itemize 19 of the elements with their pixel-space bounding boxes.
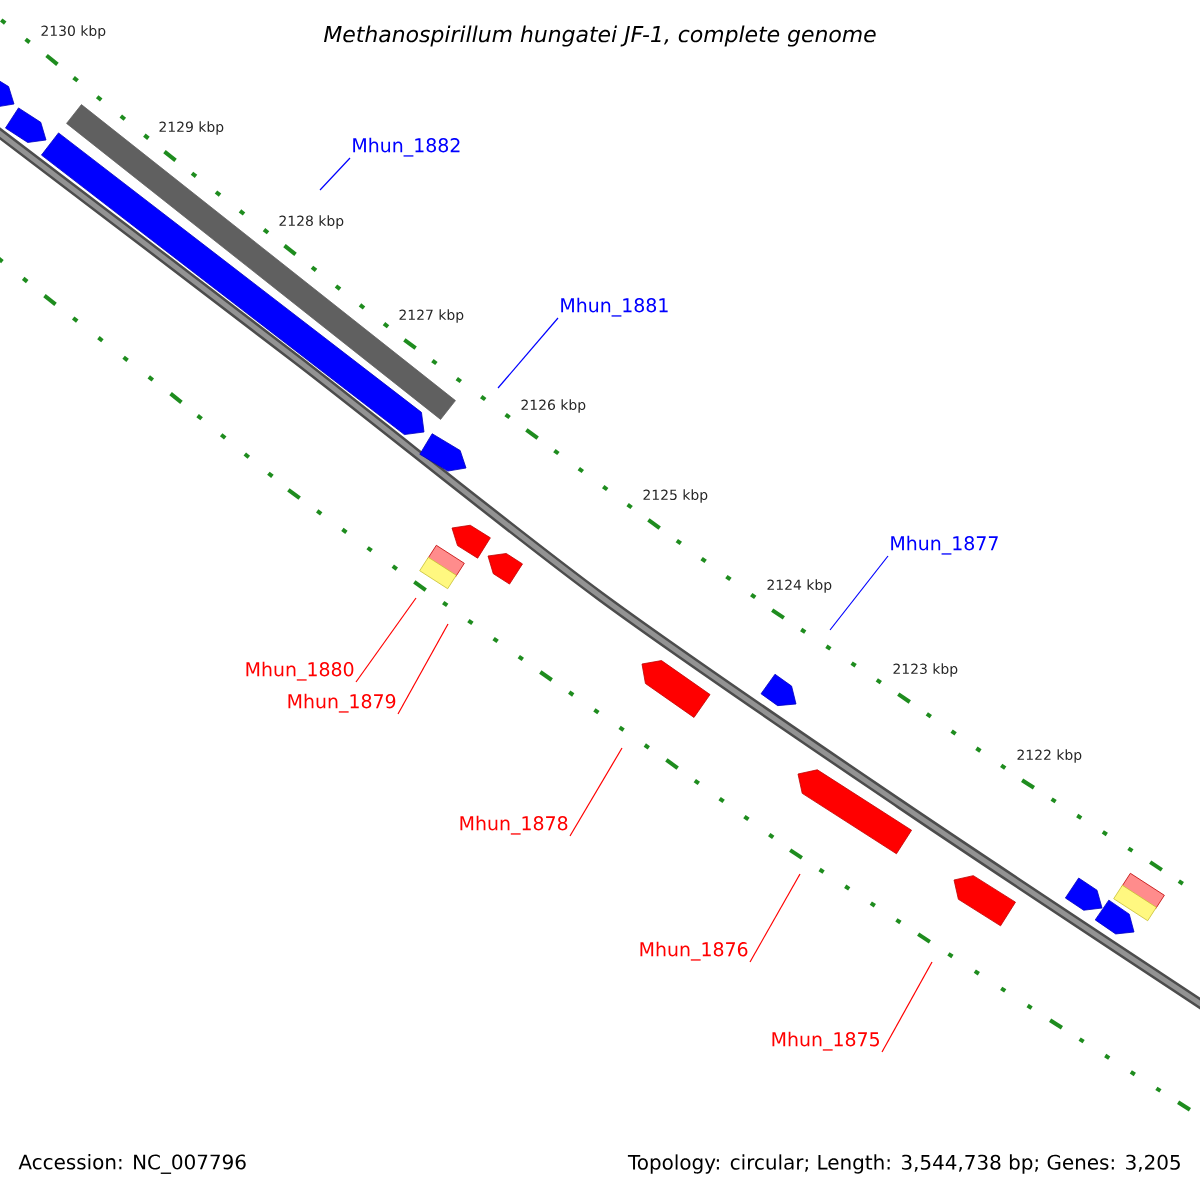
- gene-label: Mhun_1875: [772, 1031, 879, 1051]
- gene-label: Mhun_1882: [353, 137, 460, 157]
- leader-line: [881, 961, 933, 1053]
- gene-label: Mhun_1881: [561, 297, 668, 317]
- title: Methanospirillum hungatei JF-1, complete genome: [324, 25, 876, 47]
- gene-label: Mhun_1880: [246, 661, 354, 681]
- gene-label: Mhun_1878: [460, 815, 568, 835]
- gene-label: Mhun_1876: [640, 941, 748, 961]
- footer-text: Accession: NC_007796: [18, 1154, 246, 1174]
- gene-label: Mhun_1879: [288, 693, 396, 713]
- leader-line: [497, 317, 559, 389]
- leader-line: [829, 555, 889, 631]
- leader-line: [355, 597, 417, 683]
- leader-line: [397, 623, 449, 715]
- footer-text: Topology: circular; Length: 3,544,738 bp; Genes: 3,205: [627, 1154, 1180, 1174]
- leader-line: [749, 873, 801, 963]
- leader-line: [569, 747, 623, 837]
- leader-line: [319, 157, 351, 191]
- gene-label: Mhun_1877: [891, 535, 998, 555]
